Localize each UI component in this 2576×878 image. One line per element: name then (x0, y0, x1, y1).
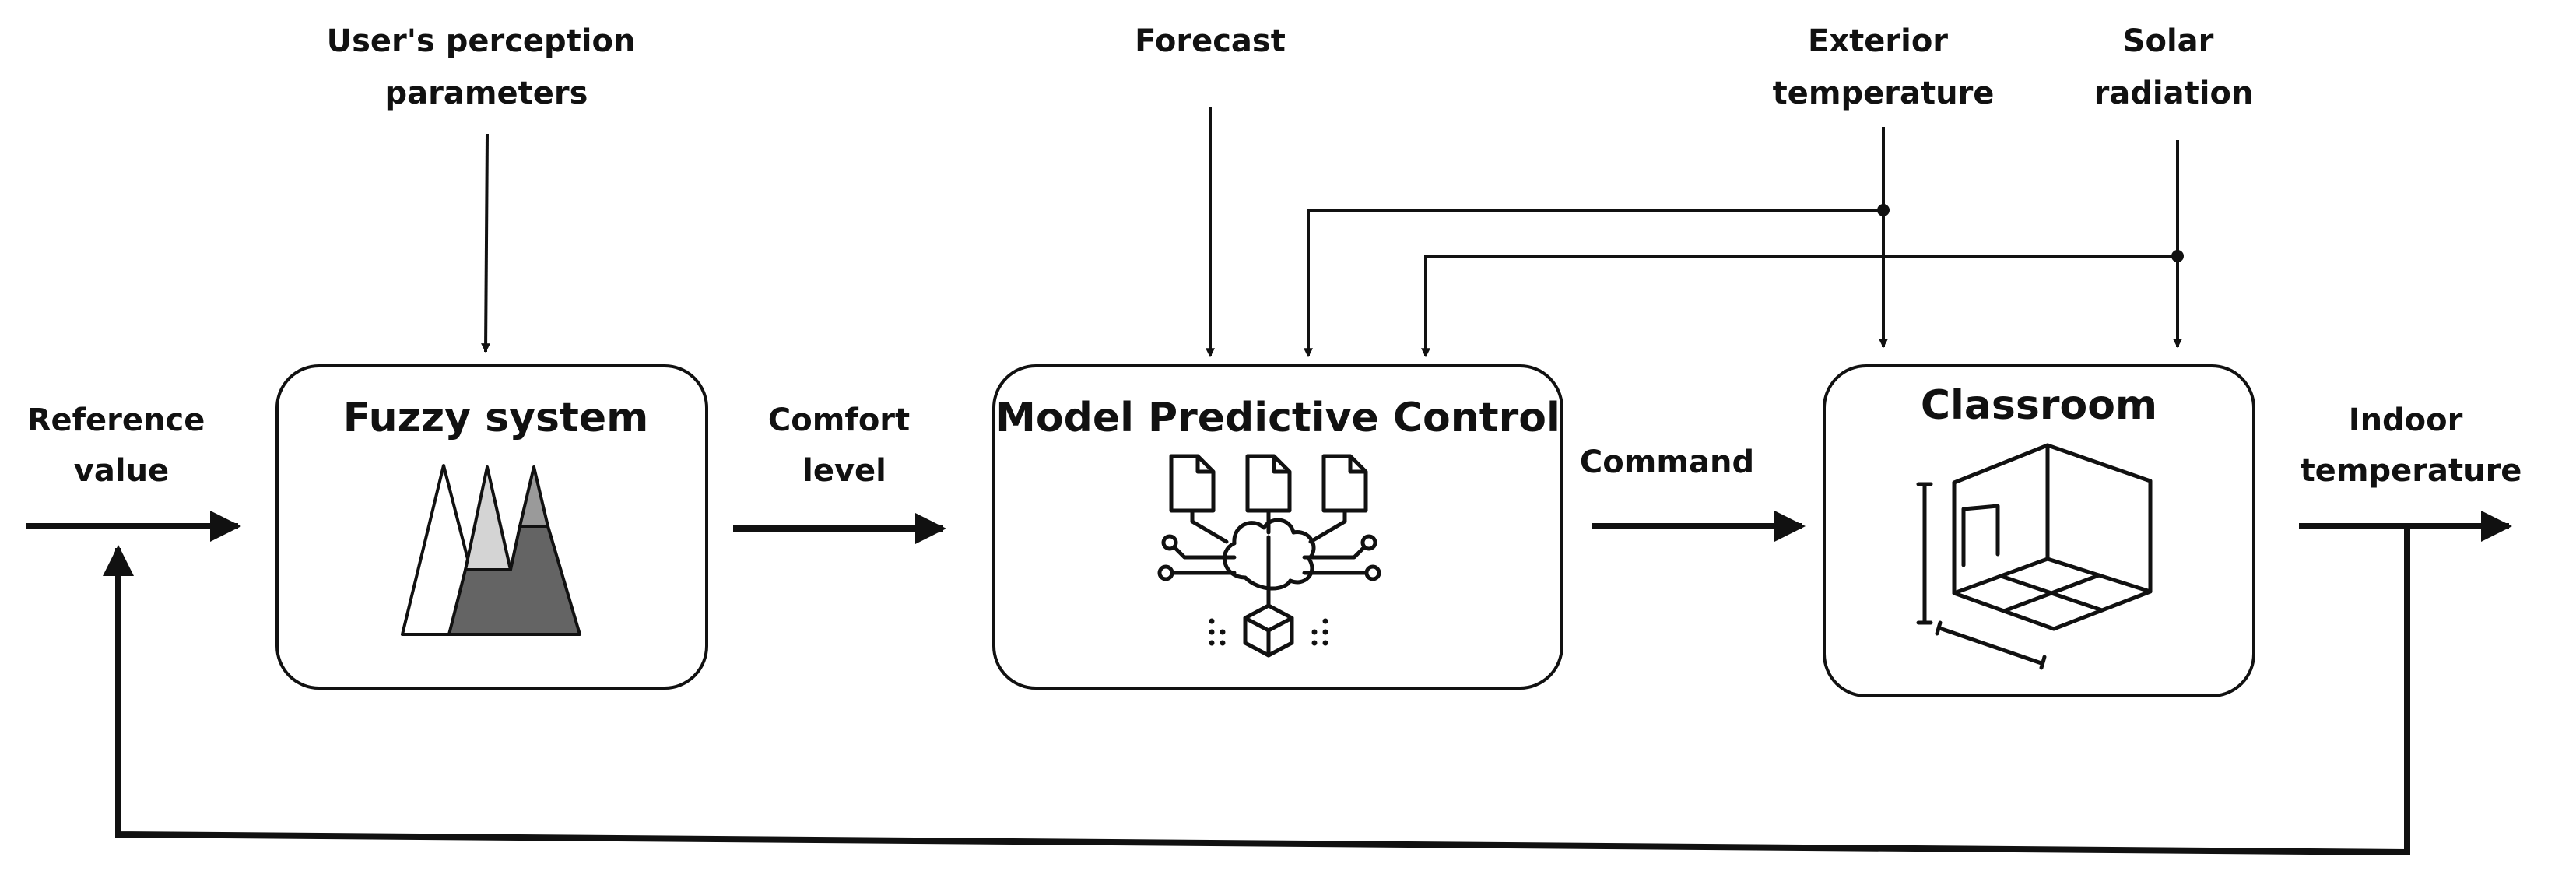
label-solar-radiation: Solar radiation (2094, 23, 2254, 111)
mpc-title: Model Predictive Control (995, 395, 1560, 441)
block-model-predictive-control: Model Predictive Control (992, 364, 1563, 690)
label-comfort-level: Comfort level (768, 402, 921, 489)
mpc-box (992, 364, 1563, 690)
label-forecast: Forecast (1135, 23, 1286, 59)
arrow-user-perception-to-fuzzy (481, 133, 491, 353)
classroom-title: Classroom (1921, 382, 2157, 429)
label-reference-value: Reference value (27, 402, 216, 489)
junction-solar-radiation (2171, 250, 2184, 262)
label-command: Command (1580, 444, 1754, 480)
fuzzy-system-title: Fuzzy system (343, 395, 649, 441)
block-fuzzy-system: Fuzzy system (275, 364, 708, 690)
block-classroom: Classroom (1823, 364, 2255, 697)
arrow-feedback-loop (103, 526, 2410, 856)
junction-exterior-temperature (1877, 204, 1890, 216)
label-indoor-temperature: Indoor temperature (2301, 402, 2522, 489)
arrow-solar-radiation-to-mpc (1421, 255, 2178, 358)
classroom-box (1823, 364, 2255, 697)
arrow-exterior-temperature-to-mpc (1304, 209, 1883, 358)
fuzzy-membership-icon (401, 464, 581, 636)
ai-network-icon (1157, 454, 1381, 658)
room-3d-icon (1916, 443, 2153, 670)
label-exterior-temperature: Exterior temperature (1773, 23, 1995, 111)
label-user-perception: User's perception parameters (327, 23, 647, 111)
